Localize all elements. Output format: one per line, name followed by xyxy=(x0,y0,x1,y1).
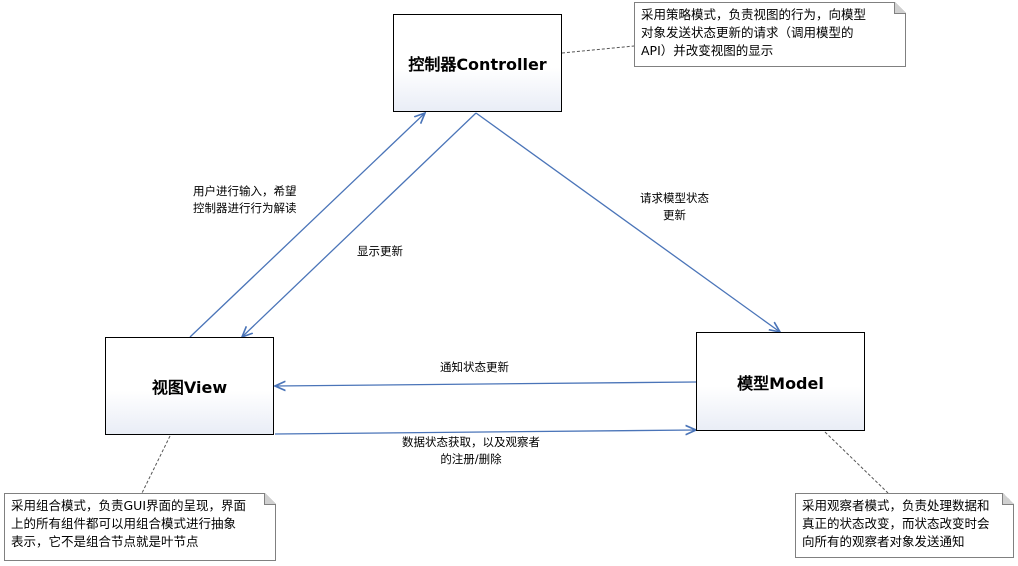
label-display-update: 显示更新 xyxy=(357,243,403,260)
view-note-line2: 上的所有组件都可以用组合模式进行抽象 xyxy=(11,516,237,531)
view-note: 采用组合模式，负责GUI界面的呈现，界面 上的所有组件都可以用组合模式进行抽象 … xyxy=(4,493,276,561)
label-request-state-line1: 请求模型状态 xyxy=(640,191,709,205)
label-data-state: 数据状态获取，以及观察者 的注册/删除 xyxy=(402,434,540,468)
leader-view-note xyxy=(141,435,171,494)
arrow-controller-to-view xyxy=(242,112,477,337)
note-fold-icon xyxy=(894,2,906,14)
view-label: 视图View xyxy=(151,378,228,397)
controller-node[interactable]: 控制器Controller xyxy=(393,14,562,112)
label-request-state-line2: 更新 xyxy=(663,208,686,222)
leader-controller-note xyxy=(561,45,635,54)
note-fold-icon xyxy=(1002,493,1014,505)
view-node[interactable]: 视图View xyxy=(105,337,274,435)
controller-note-line2: 对象发送状态更新的请求（调用模型的 xyxy=(641,25,854,40)
model-note: 采用观察者模式，负责处理数据和 真正的状态改变，而状态改变时会 向所有的观察者对… xyxy=(795,493,1014,558)
label-user-input: 用户进行输入，希望 控制器进行行为解读 xyxy=(193,183,297,217)
label-notify-state-text: 通知状态更新 xyxy=(440,360,509,374)
model-note-line1: 采用观察者模式，负责处理数据和 xyxy=(802,498,990,513)
label-request-state: 请求模型状态 更新 xyxy=(640,190,709,224)
model-note-line2: 真正的状态改变，而状态改变时会 xyxy=(802,516,990,531)
controller-note-line3: API）并改变视图的显示 xyxy=(641,43,774,58)
leader-model-note xyxy=(824,431,889,494)
label-notify-state: 通知状态更新 xyxy=(440,359,509,376)
label-data-state-line2: 的注册/删除 xyxy=(440,452,502,466)
arrow-controller-to-model xyxy=(475,112,780,332)
note-fold-icon xyxy=(264,493,276,505)
arrow-model-to-view xyxy=(275,382,697,386)
model-label: 模型Model xyxy=(737,373,824,393)
label-user-input-line2: 控制器进行行为解读 xyxy=(193,201,297,215)
arrow-view-to-controller xyxy=(189,113,425,338)
label-display-update-text: 显示更新 xyxy=(357,244,403,258)
model-note-line3: 向所有的观察者对象发送通知 xyxy=(802,534,965,549)
controller-note: 采用策略模式，负责视图的行为，向模型 对象发送状态更新的请求（调用模型的 API… xyxy=(634,2,906,67)
view-note-line1: 采用组合模式，负责GUI界面的呈现，界面 xyxy=(11,498,247,513)
controller-note-line1: 采用策略模式，负责视图的行为，向模型 xyxy=(641,7,867,22)
controller-label: 控制器Controller xyxy=(408,55,547,74)
arrow-view-to-model xyxy=(274,430,696,434)
model-node[interactable]: 模型Model xyxy=(696,332,865,431)
label-user-input-line1: 用户进行输入，希望 xyxy=(193,184,297,198)
label-data-state-line1: 数据状态获取，以及观察者 xyxy=(402,435,540,449)
view-note-line3: 表示，它不是组合节点就是叶节点 xyxy=(11,534,199,549)
